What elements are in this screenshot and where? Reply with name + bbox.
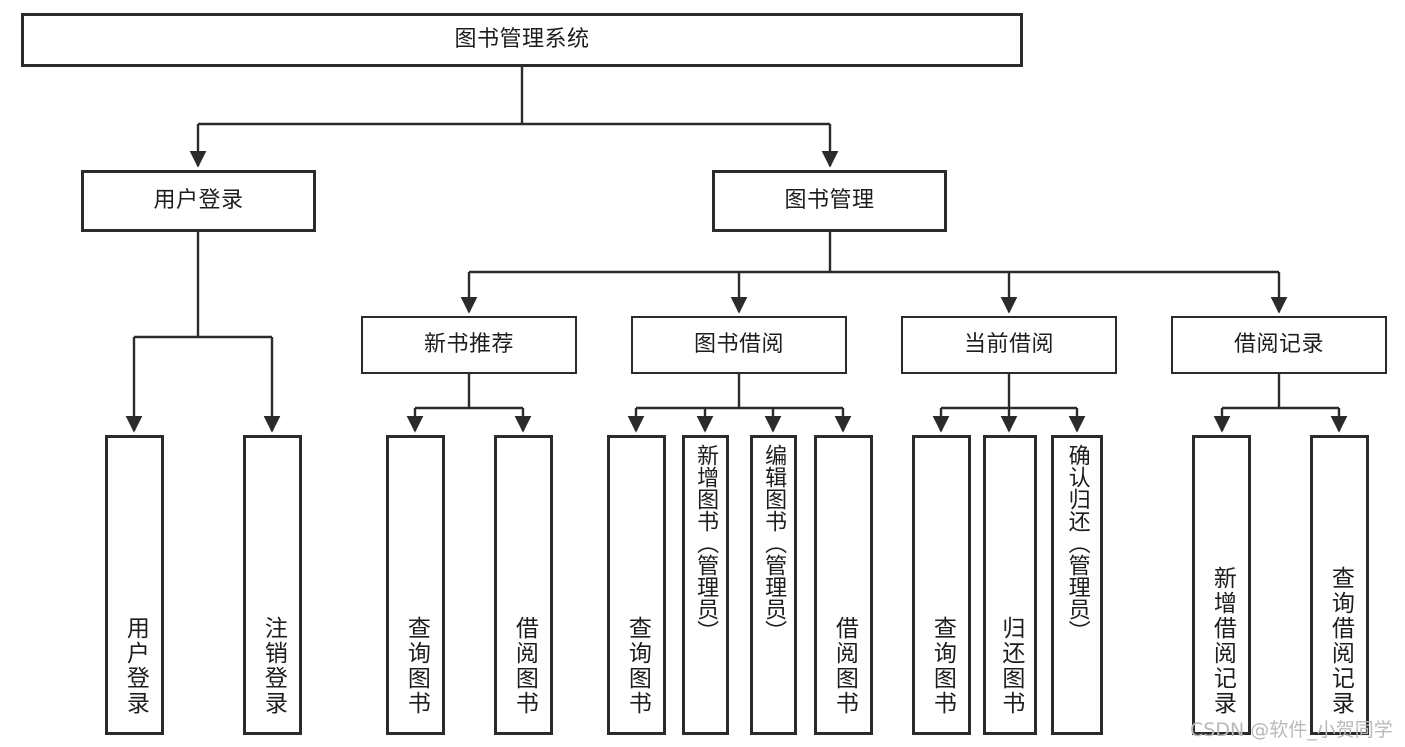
node-leaf-add-record[interactable]: 新增借阅记录 <box>1192 435 1251 735</box>
node-user-login[interactable]: 用户登录 <box>81 170 316 232</box>
node-leaf-query-book-3-label: 查询图书 <box>929 616 956 716</box>
node-current-borrow-label: 当前借阅 <box>963 332 1054 358</box>
node-leaf-borrow-book-2[interactable]: 借阅图书 <box>814 435 873 735</box>
node-new-book-rec[interactable]: 新书推荐 <box>361 316 577 374</box>
node-leaf-query-record-label: 查询借阅记录 <box>1327 566 1354 716</box>
node-leaf-return-book[interactable]: 归还图书 <box>983 435 1037 735</box>
csdn-watermark: CSDN @软件_小贺同学 <box>1190 719 1393 741</box>
node-leaf-query-book-2[interactable]: 查询图书 <box>607 435 666 735</box>
node-leaf-query-book-3[interactable]: 查询图书 <box>912 435 971 735</box>
node-leaf-add-book-label: 新增图书（管理员） <box>693 444 719 642</box>
node-new-book-rec-label: 新书推荐 <box>423 332 514 358</box>
node-leaf-user-login[interactable]: 用户登录 <box>105 435 164 735</box>
node-root-label: 图书管理系统 <box>454 27 590 53</box>
node-leaf-query-book-1[interactable]: 查询图书 <box>386 435 445 735</box>
node-book-manage-label: 图书管理 <box>784 188 875 214</box>
node-borrow-record-label: 借阅记录 <box>1233 332 1324 358</box>
node-leaf-logout[interactable]: 注销登录 <box>243 435 302 735</box>
node-leaf-add-record-label: 新增借阅记录 <box>1209 566 1236 716</box>
node-user-login-label: 用户登录 <box>153 188 244 214</box>
node-leaf-confirm-return[interactable]: 确认归还（管理员） <box>1051 435 1103 735</box>
node-leaf-borrow-book-1[interactable]: 借阅图书 <box>494 435 553 735</box>
node-leaf-borrow-book-2-label: 借阅图书 <box>831 616 858 716</box>
node-book-borrow[interactable]: 图书借阅 <box>631 316 847 374</box>
node-leaf-logout-label: 注销登录 <box>260 616 287 716</box>
node-current-borrow[interactable]: 当前借阅 <box>901 316 1117 374</box>
node-leaf-borrow-book-1-label: 借阅图书 <box>511 616 538 716</box>
node-leaf-edit-book-label: 编辑图书（管理员） <box>761 444 787 642</box>
node-book-borrow-label: 图书借阅 <box>693 332 784 358</box>
node-leaf-query-book-2-label: 查询图书 <box>624 616 651 716</box>
node-leaf-edit-book[interactable]: 编辑图书（管理员） <box>750 435 797 735</box>
node-leaf-add-book[interactable]: 新增图书（管理员） <box>682 435 729 735</box>
node-borrow-record[interactable]: 借阅记录 <box>1171 316 1387 374</box>
node-leaf-query-record[interactable]: 查询借阅记录 <box>1310 435 1369 735</box>
node-leaf-user-login-label: 用户登录 <box>122 616 149 716</box>
node-leaf-confirm-return-label: 确认归还（管理员） <box>1064 444 1090 642</box>
node-leaf-return-book-label: 归还图书 <box>997 616 1024 716</box>
node-root[interactable]: 图书管理系统 <box>21 13 1023 67</box>
node-leaf-query-book-1-label: 查询图书 <box>403 616 430 716</box>
node-book-manage[interactable]: 图书管理 <box>712 170 947 232</box>
